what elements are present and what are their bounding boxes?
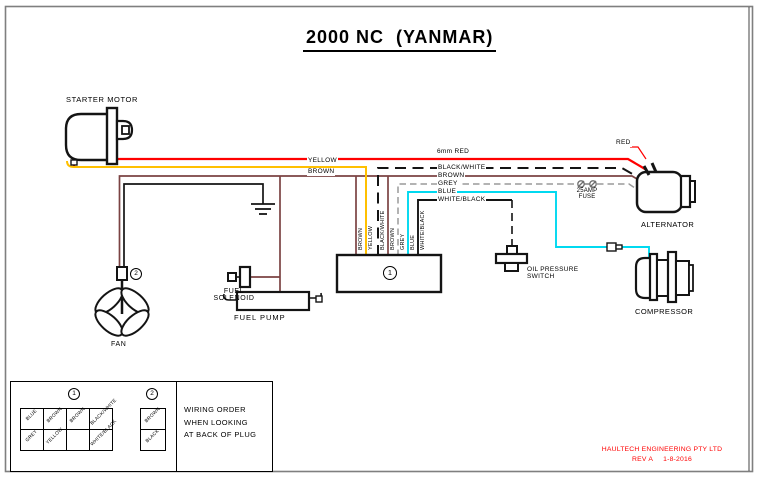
plug2-cell: BROWN [141, 407, 165, 429]
red-label-leader [630, 146, 647, 160]
white-black-wire [417, 199, 512, 256]
wiring-order-note: WIRING ORDER WHEN LOOKING AT BACK OF PLU… [184, 405, 257, 439]
alternator-label: ALTERNATOR [641, 220, 695, 229]
plug1-cell: YELLOW [44, 427, 66, 450]
compressor-label: COMPRESSOR [635, 307, 694, 316]
plug1-cell: BLUE [21, 409, 43, 429]
alternator-icon [635, 162, 696, 214]
blue-wire [407, 191, 650, 257]
plug1-wire-label-blackwhite: BLACK/WHITE [380, 210, 386, 250]
plug1-wire-label-brown2: BROWN [390, 227, 396, 250]
fan-label: FAN [111, 341, 127, 348]
wiring-order-note-panel [176, 381, 273, 472]
title-block: HAULTECH ENGINEERING PTY LTD REV A 1-8-2… [578, 445, 746, 464]
black-white-wire-label: BLACK/WHITE [437, 164, 487, 172]
red-6mm-wire-label: 6mm RED [436, 148, 471, 156]
fuel-pump-label: FUEL PUMP [234, 313, 286, 322]
plug1-cell [67, 430, 89, 450]
blue-wire-label: BLUE [437, 188, 458, 196]
company-name: HAULTECH ENGINEERING PTY LTD [601, 446, 723, 453]
oil-pressure-switch-label: OIL PRESSURE SWITCH [527, 266, 579, 280]
plug1-cell: GREY [21, 430, 43, 450]
fuel-solenoid-icon [227, 265, 252, 289]
plug1-wire-label-blue: BLUE [410, 234, 416, 250]
plug1-wire-label-brown1: BROWN [358, 227, 364, 250]
plug1-wire-label-whiteblack: WHITE/BLACK [420, 210, 426, 250]
compressor-icon [634, 250, 694, 304]
fan-plug2-number-badge: 2 [130, 268, 142, 280]
fuse-icon [577, 180, 597, 188]
plug1-cell: BROWN [67, 407, 89, 429]
red-wire-label: RED [615, 139, 632, 147]
brown-wire-label-left: BROWN [307, 168, 336, 176]
revision-text: REV A 1-8-2016 [632, 455, 692, 463]
fuse-label: 25AMP FUSE [576, 188, 598, 200]
plug1-cell: BLACK/WHITE [90, 398, 118, 429]
black-white-wire [377, 167, 642, 256]
plug2-wiring-order-grid: BROWN BLACK [140, 407, 166, 451]
grey-wire-label: GREY [437, 180, 459, 188]
brown-wire-label-right: BROWN [437, 172, 466, 180]
fan-icon [94, 266, 150, 337]
fuel-solenoid-label: FUEL SOLENOID [213, 288, 255, 302]
page-title: 2000 NC (YANMAR) [303, 27, 497, 52]
blue-wire-connector-icon [606, 242, 623, 252]
yellow-wire-label: YELLOW [307, 157, 338, 165]
starter-motor-label: STARTER MOTOR [66, 95, 138, 104]
plug1-wiring-order-grid: BLUE BROWN BROWN BLACK/WHITE GREY YELLOW… [20, 398, 118, 451]
plug1-number-badge: 1 [383, 266, 397, 280]
plug1-wire-label-yellow: YELLOW [368, 225, 374, 250]
legend-plug1-number-badge: 1 [68, 388, 80, 400]
fuel-pump-icon [223, 290, 323, 312]
legend-plug2-number-badge: 2 [146, 388, 158, 400]
starter-motor-icon [64, 106, 134, 166]
plug1-cell: BROWN [44, 407, 66, 429]
plug2-cell: BLACK [141, 429, 165, 450]
page-border [4, 5, 754, 473]
plug1-cell: WHITE/BLACK [90, 419, 118, 450]
white-black-wire-label: WHITE/BLACK [437, 196, 487, 204]
ground-symbol-icon [251, 203, 275, 215]
yellow-wire [66, 160, 367, 256]
fan-ground-wire [123, 183, 264, 267]
grey-wire [397, 183, 639, 256]
plug1-wire-label-grey: GREY [400, 233, 406, 250]
oil-pressure-switch-icon [494, 245, 529, 272]
